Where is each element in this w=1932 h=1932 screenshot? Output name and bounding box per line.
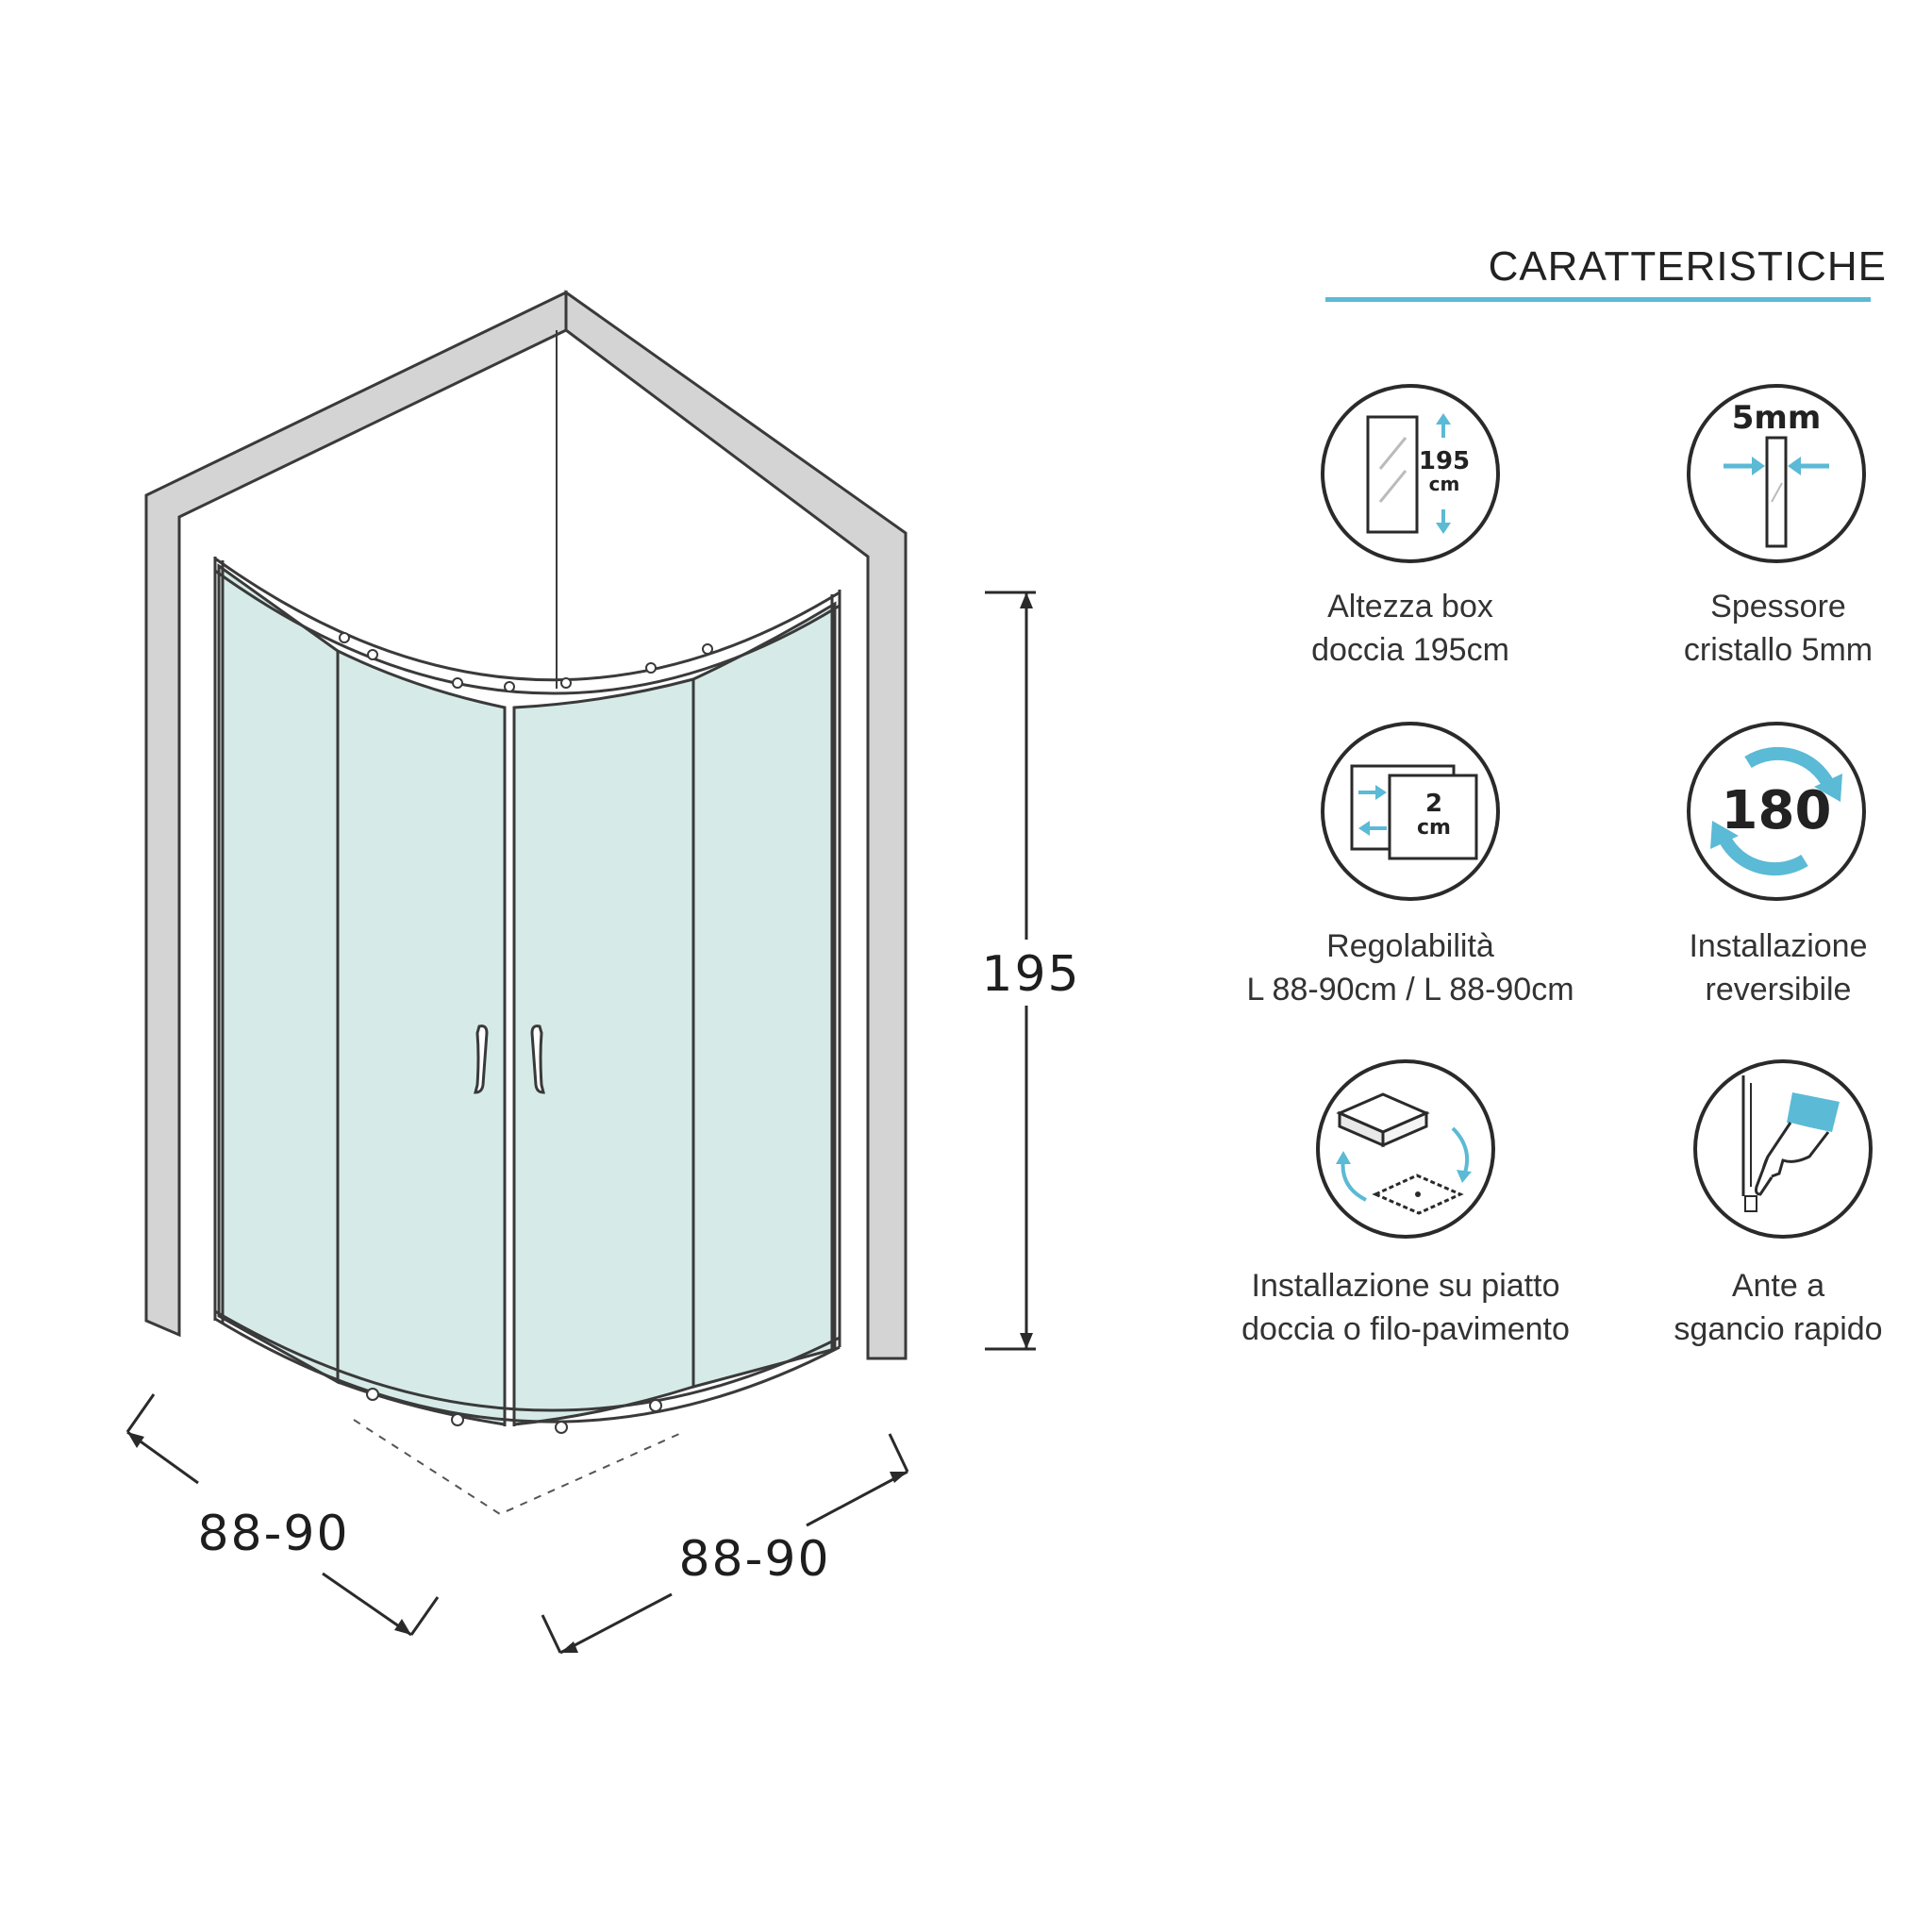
- features-title: CARATTERISTICHE: [1488, 243, 1887, 290]
- frame-profiles: [213, 557, 841, 1426]
- top-rail: [214, 557, 841, 682]
- panel-right-fixed: [691, 601, 837, 1389]
- svg-text:195: 195: [1419, 447, 1470, 475]
- width-left-label: 88-90: [197, 1506, 349, 1562]
- glass-panels: [217, 563, 837, 1426]
- left-door-handle: [474, 1024, 489, 1094]
- width-left-dimension: [125, 1393, 440, 1637]
- width-right-dimension: [541, 1433, 909, 1655]
- feature-label-quick-release: Ante a sgancio rapido: [1674, 1268, 1883, 1347]
- adjustability-icon: 2 cm: [1321, 722, 1500, 901]
- right-wall: [564, 290, 908, 1360]
- feature-label-glass-thickness: Spessore cristallo 5mm: [1683, 589, 1874, 668]
- reversible-180-icon: 180: [1687, 722, 1866, 901]
- height-label: 195: [981, 946, 1080, 1003]
- svg-text:cm: cm: [1429, 473, 1460, 495]
- tray-or-floor-install-icon: [1316, 1059, 1495, 1239]
- svg-text:180: 180: [1722, 780, 1832, 841]
- quick-release-doors-icon: [1693, 1059, 1873, 1239]
- feature-label-install-surface: Installazione su piatto doccia o filo-pa…: [1241, 1268, 1570, 1347]
- height-195cm-icon: 195 cm: [1321, 384, 1500, 563]
- svg-text:2: 2: [1425, 790, 1442, 818]
- bottom-rail: [214, 1317, 841, 1424]
- door-handles: [474, 1024, 545, 1094]
- svg-text:cm: cm: [1417, 816, 1451, 840]
- feature-label-height: Altezza box doccia 195cm: [1311, 589, 1509, 668]
- title-underline: [1325, 297, 1871, 302]
- feature-label-adjustability: Regolabilità L 88-90cm / L 88-90cm: [1246, 928, 1574, 1008]
- width-right-label: 88-90: [678, 1531, 830, 1588]
- bottom-rail-inner: [214, 1309, 841, 1412]
- floor-footprint-dashed: [353, 1419, 680, 1516]
- feature-label-reversible: Installazione reversibile: [1689, 928, 1868, 1008]
- bottom-rollers: [366, 1388, 662, 1434]
- glass-thickness-icon: 5mm: [1687, 384, 1866, 563]
- top-rollers: [339, 632, 713, 692]
- right-door-handle: [530, 1024, 545, 1094]
- top-rail-inner: [214, 569, 841, 695]
- svg-text:5mm: 5mm: [1732, 399, 1822, 437]
- corner-walls: [144, 290, 908, 1360]
- panel-left-fixed: [217, 563, 340, 1385]
